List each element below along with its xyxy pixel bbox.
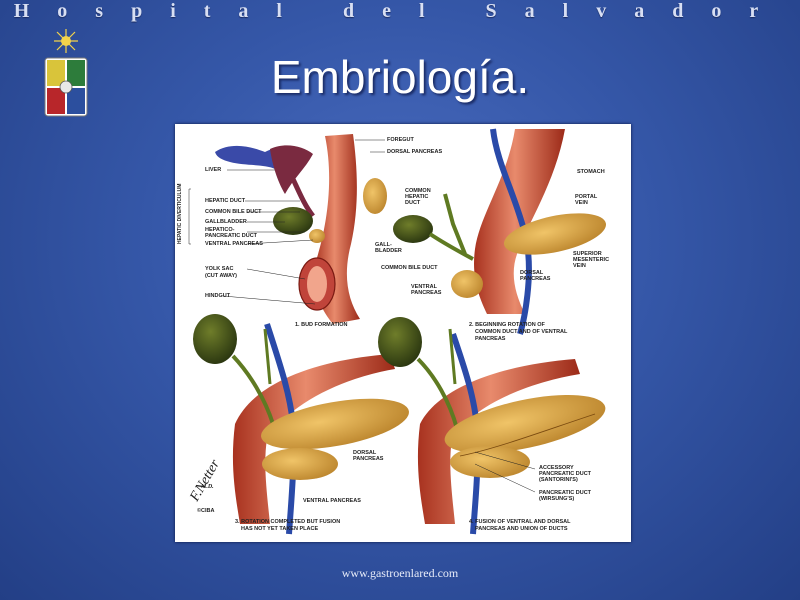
label-dorsal-pancreas-2a: DORSAL [520, 270, 544, 276]
label-gallbladder-2a: GALL- [375, 242, 392, 248]
caption-panel-4b: PANCREAS AND UNION OF DUCTS [475, 526, 568, 532]
label-superior-mesenteric-3: VEIN [573, 263, 586, 269]
label-gallbladder-2b: BLADDER [375, 248, 402, 254]
caption-panel-2b: COMMON DUCT AND OF VENTRAL [475, 329, 568, 335]
caption-panel-2a: 2. BEGINNING ROTATION OF [469, 322, 545, 328]
panel-1-bud-formation [188, 134, 387, 324]
slide-title: Embriología. [270, 51, 530, 103]
panel-4-fusion [378, 317, 606, 535]
label-superior-mesenteric-2: MESENTERIC [573, 257, 610, 263]
label-common-bile-duct-1: COMMON BILE DUCT [205, 209, 262, 215]
university-crest-logo [44, 29, 88, 117]
label-pancreatic-duct-1: PANCREATIC DUCT [539, 490, 592, 496]
panel-2-beginning-rotation [393, 128, 607, 335]
label-yolk-sac-2: (CUT AWAY) [205, 273, 237, 279]
label-accessory-duct-1: ACCESSORY [539, 465, 574, 471]
label-accessory-duct-2: PANCREATIC DUCT [539, 471, 592, 477]
label-ventral-pancreas-2b: PANCREAS [411, 290, 442, 296]
label-dorsal-pancreas-2b: PANCREAS [520, 276, 551, 282]
hospital-name: Hospital del Salvador [13, 0, 787, 22]
label-dorsal-pancreas-3b: PANCREAS [353, 456, 384, 462]
label-hepatico-pancreatic-1: HEPATICO- [205, 227, 235, 233]
label-superior-mesenteric-1: SUPERIOR [573, 251, 602, 257]
label-gallbladder-1: GALLBLADDER [205, 219, 247, 225]
caption-panel-3b: HAS NOT YET TAKEN PLACE [241, 526, 319, 532]
label-common-hepatic-3: DUCT [405, 200, 421, 206]
label-pancreatic-duct-2: (WIRSUNG'S) [539, 496, 575, 502]
label-hepatico-pancreatic-2: PANCREATIC DUCT [205, 233, 258, 239]
panel-3-rotation-completed: F.Netter [187, 314, 409, 535]
label-common-bile-duct-2: COMMON BILE DUCT [381, 265, 438, 271]
label-hepatic-duct: HEPATIC DUCT [205, 198, 246, 204]
label-accessory-duct-3: (SANTORINI'S) [539, 477, 578, 483]
label-common-hepatic-2: HEPATIC [405, 194, 429, 200]
label-foregut: FOREGUT [387, 137, 414, 143]
label-ventral-pancreas-1: VENTRAL PANCREAS [205, 241, 263, 247]
label-stomach: STOMACH [577, 169, 605, 175]
caption-panel-4a: 4. FUSION OF VENTRAL AND DORSAL [469, 519, 571, 525]
pancreas-embryology-illustration: F.Netter LIVER FOREGUT DORSAL PANCREAS H… [175, 124, 631, 542]
caption-panel-3a: 3. ROTATION COMPLETED BUT FUSION [235, 519, 341, 525]
label-liver: LIVER [205, 167, 222, 173]
label-dorsal-pancreas-3a: DORSAL [353, 450, 377, 456]
label-ventral-pancreas-3: VENTRAL PANCREAS [303, 498, 361, 504]
label-signature-md: M.D. [201, 484, 214, 490]
header-bar: Hospital del Salvador [0, 0, 800, 22]
label-ciba: ©CIBA [197, 508, 215, 514]
caption-panel-2c: PANCREAS [475, 336, 506, 342]
label-dorsal-pancreas-1: DORSAL PANCREAS [387, 149, 443, 155]
source-url: www.gastroenlared.com [341, 566, 459, 580]
label-yolk-sac-1: YOLK SAC [205, 266, 234, 272]
label-hepatic-diverticulum: HEPATIC DIVERTICULUM [177, 183, 183, 244]
label-common-hepatic-1: COMMON [405, 188, 431, 194]
label-portal-vein-2: VEIN [575, 200, 588, 206]
label-ventral-pancreas-2a: VENTRAL [411, 284, 437, 290]
label-portal-vein-1: PORTAL [575, 194, 598, 200]
illustration-drawing: F.Netter [187, 128, 607, 535]
label-hindgut: HINDGUT [205, 293, 231, 299]
caption-panel-1: 1. BUD FORMATION [295, 322, 348, 328]
star-icon [54, 29, 78, 53]
svg-text:F.Netter: F.Netter [187, 457, 223, 505]
